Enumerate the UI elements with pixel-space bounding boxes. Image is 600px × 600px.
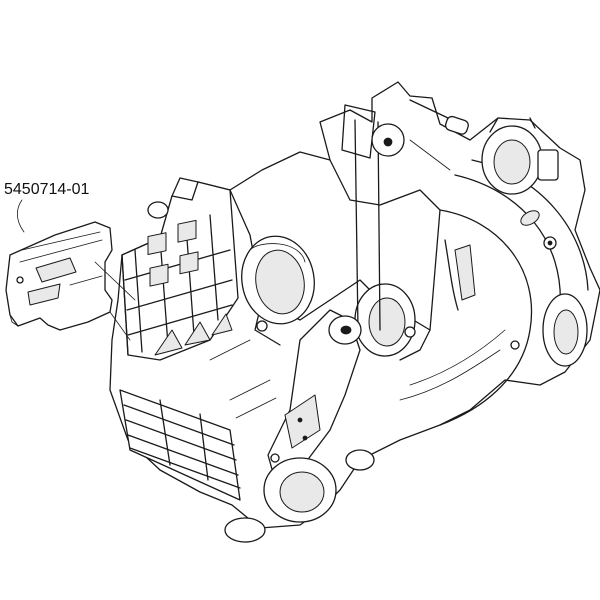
part-number-label: 5450714-01 [4,181,90,198]
callout-leader-line [16,199,25,233]
crankcase-body [109,81,600,543]
cover-plate-part [5,221,136,341]
